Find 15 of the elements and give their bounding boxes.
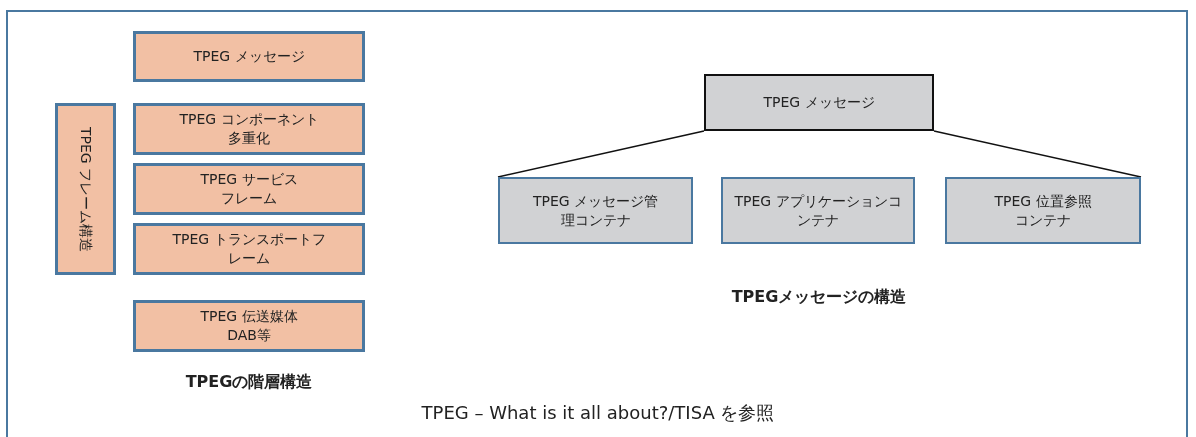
- connector-line: [497, 130, 705, 178]
- process-box: TPEG トランスポートフレーム: [133, 223, 365, 275]
- diagram-caption: TPEGの階層構造: [185, 372, 313, 393]
- diagram-caption: TPEGメッセージの構造: [731, 287, 907, 308]
- process-box: TPEG アプリケーションコンテナ: [721, 177, 915, 244]
- process-box: TPEG メッセージ管理コンテナ: [498, 177, 693, 244]
- process-box: TPEG コンポーネント多重化: [133, 103, 365, 155]
- process-box: TPEG メッセージ: [133, 31, 365, 82]
- process-box: TPEG 伝送媒体 DAB等: [133, 300, 365, 352]
- process-box: TPEG メッセージ: [704, 74, 934, 131]
- process-box: TPEG 位置参照コンテナ: [945, 177, 1141, 244]
- process-box: TPEG フレーム構造: [55, 103, 116, 275]
- connector-line: [933, 130, 1142, 178]
- source-note: TPEG – What is it all about?/TISA を参照: [421, 401, 775, 425]
- process-box: TPEG サービスフレーム: [133, 163, 365, 215]
